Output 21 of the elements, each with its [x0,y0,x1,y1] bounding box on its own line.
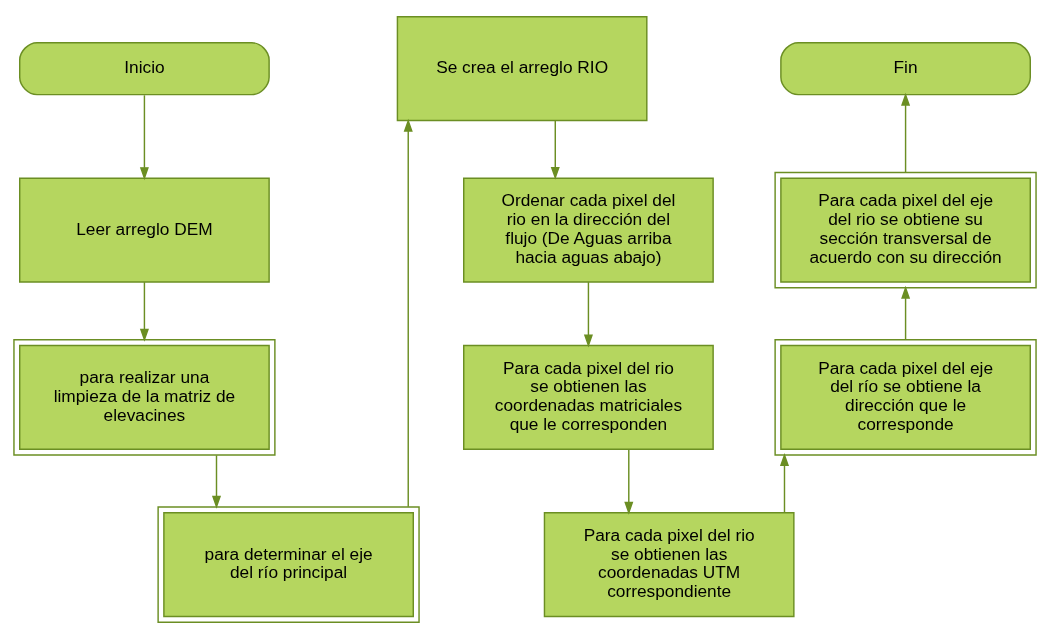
arrow [211,454,222,509]
node-box: Para cada pixel del eje del rio se obtiene su sección transversal de acuerdo con su dirección [774,171,1037,289]
arrow [139,94,149,181]
node-box: Se crea el arreglo RIO [396,16,648,122]
arrow [901,285,911,341]
node-box: Leer arreglo DEM [19,177,270,283]
arrow [901,92,911,173]
node-box: para realizar una limpieza de la matriz de elevacines [13,338,276,456]
node-box: Para cada pixel del rio se obtienen las coordenadas UTM correspondiente [543,511,795,618]
node-box: Para cada pixel del rio se obtienen las coordenadas matriciales que le corresponden [463,344,714,450]
arrow [624,448,634,515]
arrow [139,281,149,342]
node-box: Inicio [19,42,270,96]
node-box: Fin [780,42,1031,96]
arrow [403,118,413,508]
node-box: Para cada pixel del eje del río se obtiene la dirección que le corresponde [774,338,1037,456]
arrow [550,119,560,180]
node-box: Ordenar cada pixel del rio en la dirección del flujo (De Aguas arriba hacia aguas abajo) [463,177,714,283]
node-box: para determinar el eje del río principal [157,506,420,623]
arrow [583,281,593,348]
arrow [779,452,790,514]
